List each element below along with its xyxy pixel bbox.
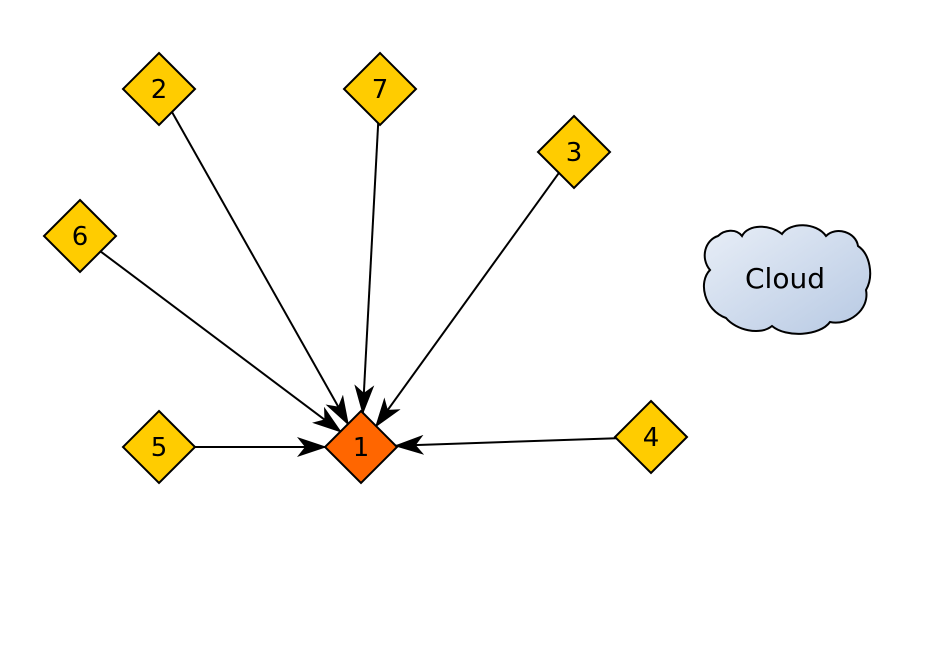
cloud-label: Cloud xyxy=(745,262,825,295)
node-6-label: 6 xyxy=(72,222,89,252)
node-4-label: 4 xyxy=(643,423,660,453)
node-7-diamond xyxy=(342,51,418,127)
edge-3-to-1 xyxy=(374,172,560,428)
node-7: 7 xyxy=(342,51,418,127)
edge-4-to-1 xyxy=(393,434,617,455)
node-2: 2 xyxy=(121,51,197,127)
node-4: 4 xyxy=(613,399,689,475)
node-3-label: 3 xyxy=(566,138,583,168)
edges-layer xyxy=(99,111,617,457)
edge-2-to-1 xyxy=(171,111,349,426)
node-3: 3 xyxy=(536,114,612,190)
cloud-outline xyxy=(702,224,872,335)
cloud-shape: Cloud xyxy=(702,224,872,335)
node-5: 5 xyxy=(121,409,197,485)
node-5-diamond xyxy=(121,409,197,485)
node-5-label: 5 xyxy=(151,433,168,463)
edge-6-to-1 xyxy=(99,250,343,433)
node-1-label: 1 xyxy=(353,433,370,463)
edge-7-to-1 xyxy=(354,123,380,415)
node-4-diamond xyxy=(613,399,689,475)
node-1-diamond xyxy=(323,409,399,485)
node-7-label: 7 xyxy=(372,75,389,105)
nodes-layer: 1 2 7 3 6 5 4 xyxy=(42,51,689,485)
node-2-label: 2 xyxy=(151,75,168,105)
node-6-diamond xyxy=(42,198,118,274)
node-6: 6 xyxy=(42,198,118,274)
node-2-diamond xyxy=(121,51,197,127)
node-3-diamond xyxy=(536,114,612,190)
node-1: 1 xyxy=(323,409,399,485)
